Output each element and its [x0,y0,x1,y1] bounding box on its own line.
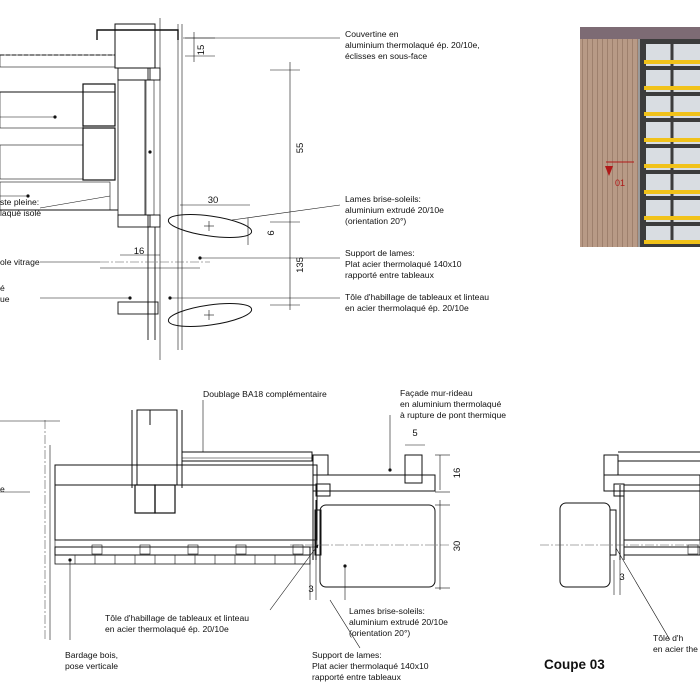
elevation-glazing [646,39,700,247]
label-tole-right: Tôle d'h en acier the [653,633,698,654]
dim-15: 15 [196,45,207,56]
label-lames-top: Lames brise-soleils: aluminium extrudé 2… [345,194,446,226]
insulation-column [117,79,146,216]
dim-30-top: 30 [208,195,219,206]
dim-6: 6 [266,230,277,235]
coupe-title: Coupe 03 [544,657,605,672]
plan-section [0,400,450,649]
vertical-section [0,18,341,360]
elevation-wood-cladding [580,39,638,247]
bardage-bois [54,554,311,565]
label-couvertine: Couvertine en aluminium thermolaqué ép. … [345,29,482,61]
label-cut-left-1: ste pleine: laqué isolé [0,197,42,218]
facade-elevation [580,27,700,247]
dim-5: 5 [412,428,417,439]
wall-column [136,409,178,486]
dim-55: 55 [295,143,306,154]
label-bardage: Bardage bois, pose verticale [65,650,120,671]
dim-135: 135 [295,257,306,273]
dim-3-right: 3 [619,572,624,583]
elevation-blinds [644,60,700,244]
label-support-bottom: Support de lames: Plat acier thermolaqué… [312,650,431,682]
label-cut-left-2: ole vitrage [0,257,40,267]
label-tole-top: Tôle d'habillage de tableaux et linteau … [345,292,491,313]
label-tole-bottom: Tôle d'habillage de tableaux et linteau … [105,613,251,634]
label-cut-left-3: é ue [0,283,10,304]
lame-brise-soleil-lower [167,303,253,327]
section-marker-icon [605,166,613,176]
section-marker-label: 01 [615,178,625,188]
label-doublage: Doublage BA18 complémentaire [203,389,327,399]
label-lames-bottom: Lames brise-soleils: aluminium extrudé 2… [349,606,450,638]
lame-brise-soleil-upper [167,214,253,238]
lame-brise-soleil-plan [319,504,436,588]
dim-16-top: 16 [134,246,145,257]
dim-30-bottom: 30 [452,541,463,552]
dim-3-bottom: 3 [308,584,313,595]
label-facade: Façade mur-rideau en aluminium thermolaq… [400,388,506,420]
insulation-band [0,144,84,180]
roof-slab [0,54,116,68]
concrete-band [0,91,84,129]
plan-insulation [54,484,318,541]
label-support-top: Support de lames: Plat acier thermolaqué… [345,248,464,280]
couvertine-profile [96,29,179,40]
coupe-03-section [540,451,700,641]
label-cut-left-4: e [0,484,5,494]
dim-16-bottom: 16 [452,468,463,479]
wood-brackets [91,544,304,555]
